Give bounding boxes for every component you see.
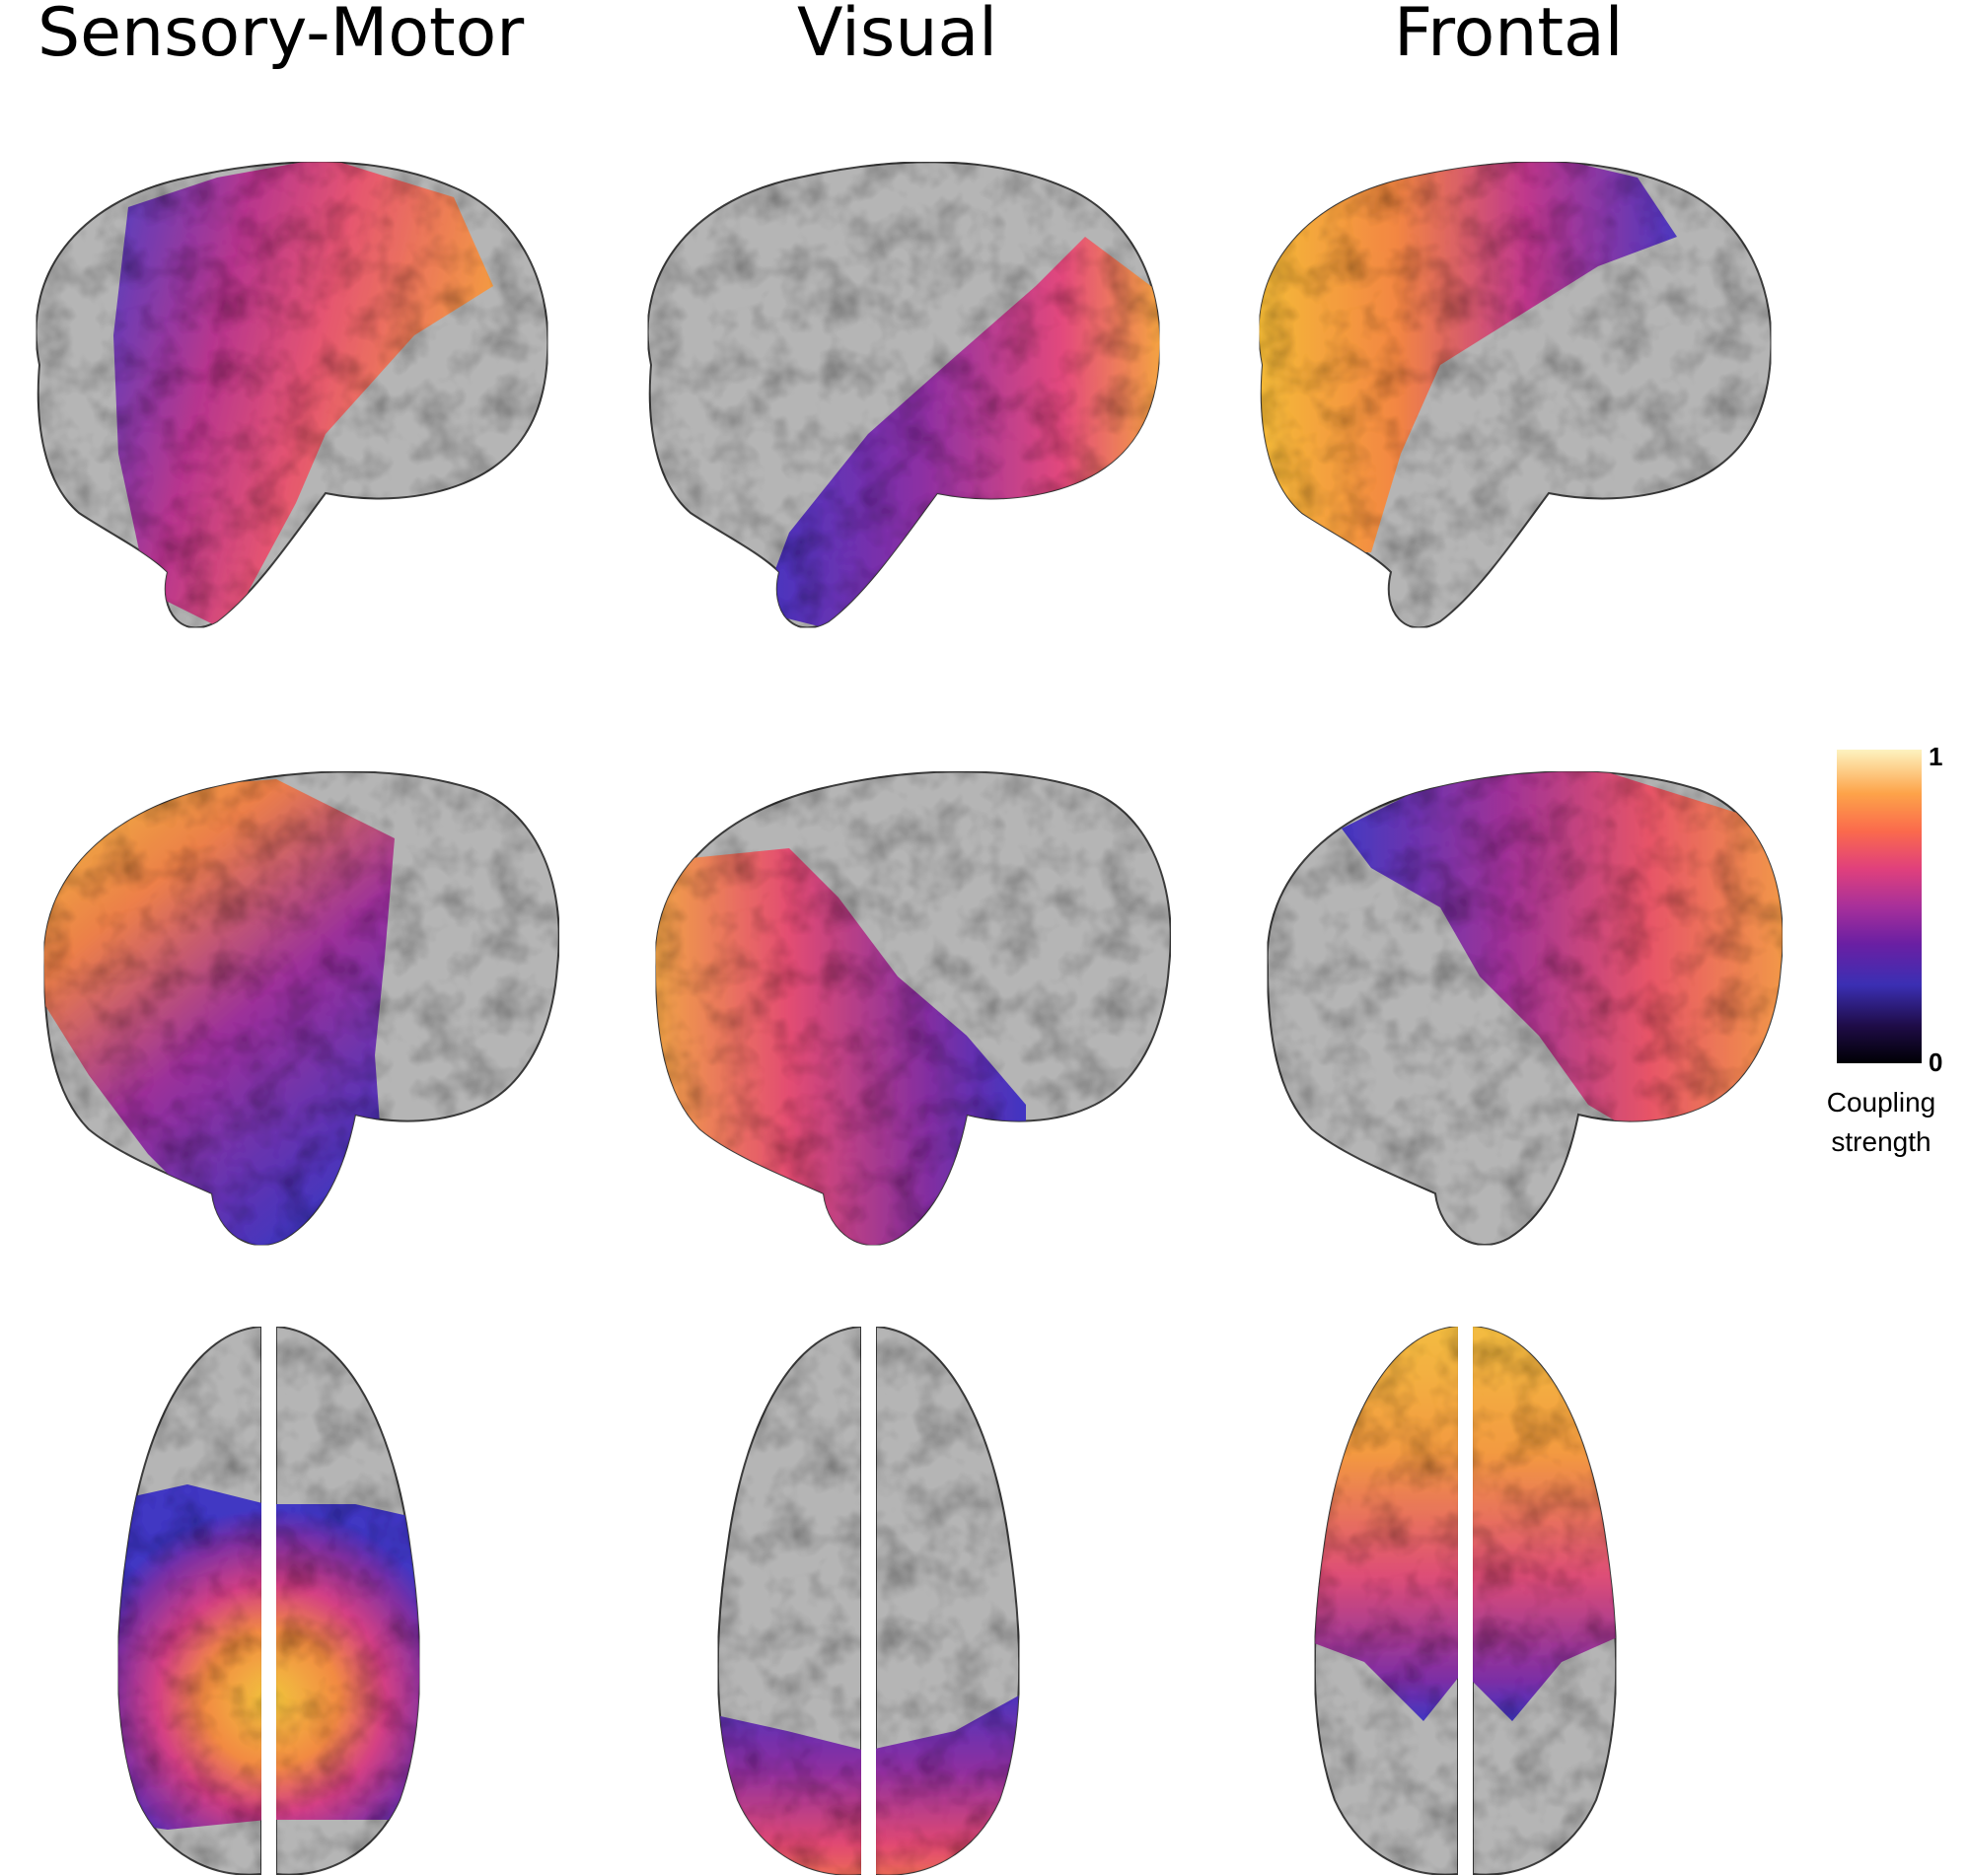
column-title-sensory-motor: Sensory-Motor [37,0,525,72]
brain-visual-lateral-1 [646,161,1161,629]
column-title-frontal: Frontal [1394,0,1624,72]
colorbar-max-label: 1 [1929,742,1943,771]
colorbar-caption-line1: Coupling [1826,1087,1936,1118]
colorbar-caption-line2: strength [1831,1126,1932,1157]
colorbar [1837,750,1922,1063]
brain-frontal-lateral-2 [1266,770,1784,1247]
column-title-visual: Visual [797,0,998,72]
brain-frontal-dorsal [1313,1326,1618,1876]
brain-frontal-lateral-1 [1258,161,1773,629]
brain-sensory-motor-lateral-1 [35,161,549,629]
brain-visual-lateral-2 [654,770,1172,1247]
colorbar-caption: Coupling strength [1807,1083,1955,1162]
brain-visual-dorsal [716,1326,1021,1876]
brain-sensory-motor-lateral-2 [42,770,560,1247]
brain-sensory-motor-dorsal [116,1326,421,1876]
colorbar-min-label: 0 [1929,1047,1943,1077]
